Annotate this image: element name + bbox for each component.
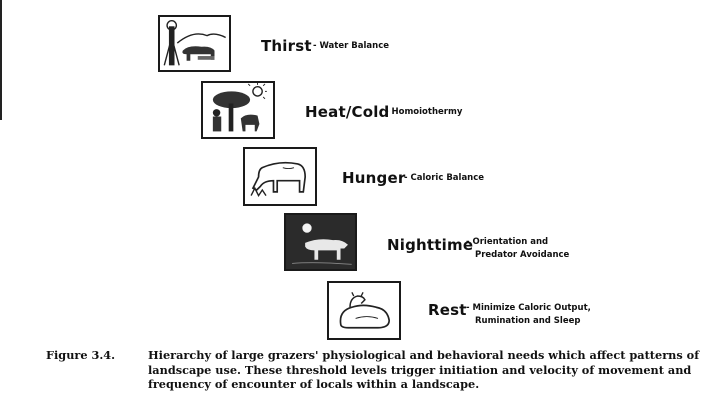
tree-sun-animals-icon — [212, 83, 267, 132]
page-edge-rule — [0, 0, 2, 120]
moon-cow-icon — [286, 215, 355, 269]
need-description-rest: - Minimize Caloric Output, Rumination an… — [466, 302, 591, 328]
hunger-picture — [243, 147, 317, 206]
need-description-rest-line-2: Rumination and Sleep — [475, 316, 581, 326]
need-label-nighttime: Nighttime — [387, 236, 474, 254]
resting-cow-icon — [339, 292, 391, 329]
need-label-hunger: Hunger — [342, 169, 406, 187]
need-description-nighttime: - Orientation and Predator Avoidance — [466, 236, 569, 262]
need-description-nighttime-line-2: Predator Avoidance — [475, 250, 570, 260]
need-description-rest-line-1: - Minimize Caloric Output, — [466, 303, 591, 313]
need-label-heat-cold: Heat/Cold — [305, 103, 390, 121]
need-description-thirst: - Water Balance — [313, 41, 389, 51]
figure-caption-text: Hierarchy of large grazers' physiologica… — [148, 348, 700, 391]
figure-caption-label: Figure 3.4. — [46, 348, 116, 362]
need-description-hunger: - Caloric Balance — [404, 173, 485, 183]
thirst-picture — [158, 15, 231, 72]
need-description-heat-cold: - Homoiothermy — [385, 107, 463, 117]
need-label-thirst: Thirst — [261, 37, 312, 55]
water-tower-cow-icon — [163, 20, 226, 66]
rest-picture — [327, 281, 401, 340]
grazing-cow-icon — [250, 161, 307, 198]
need-description-nighttime-line-1: - Orientation and — [466, 237, 549, 247]
nighttime-picture — [284, 213, 357, 271]
heat-cold-picture — [201, 81, 275, 139]
need-label-rest: Rest — [428, 301, 467, 319]
